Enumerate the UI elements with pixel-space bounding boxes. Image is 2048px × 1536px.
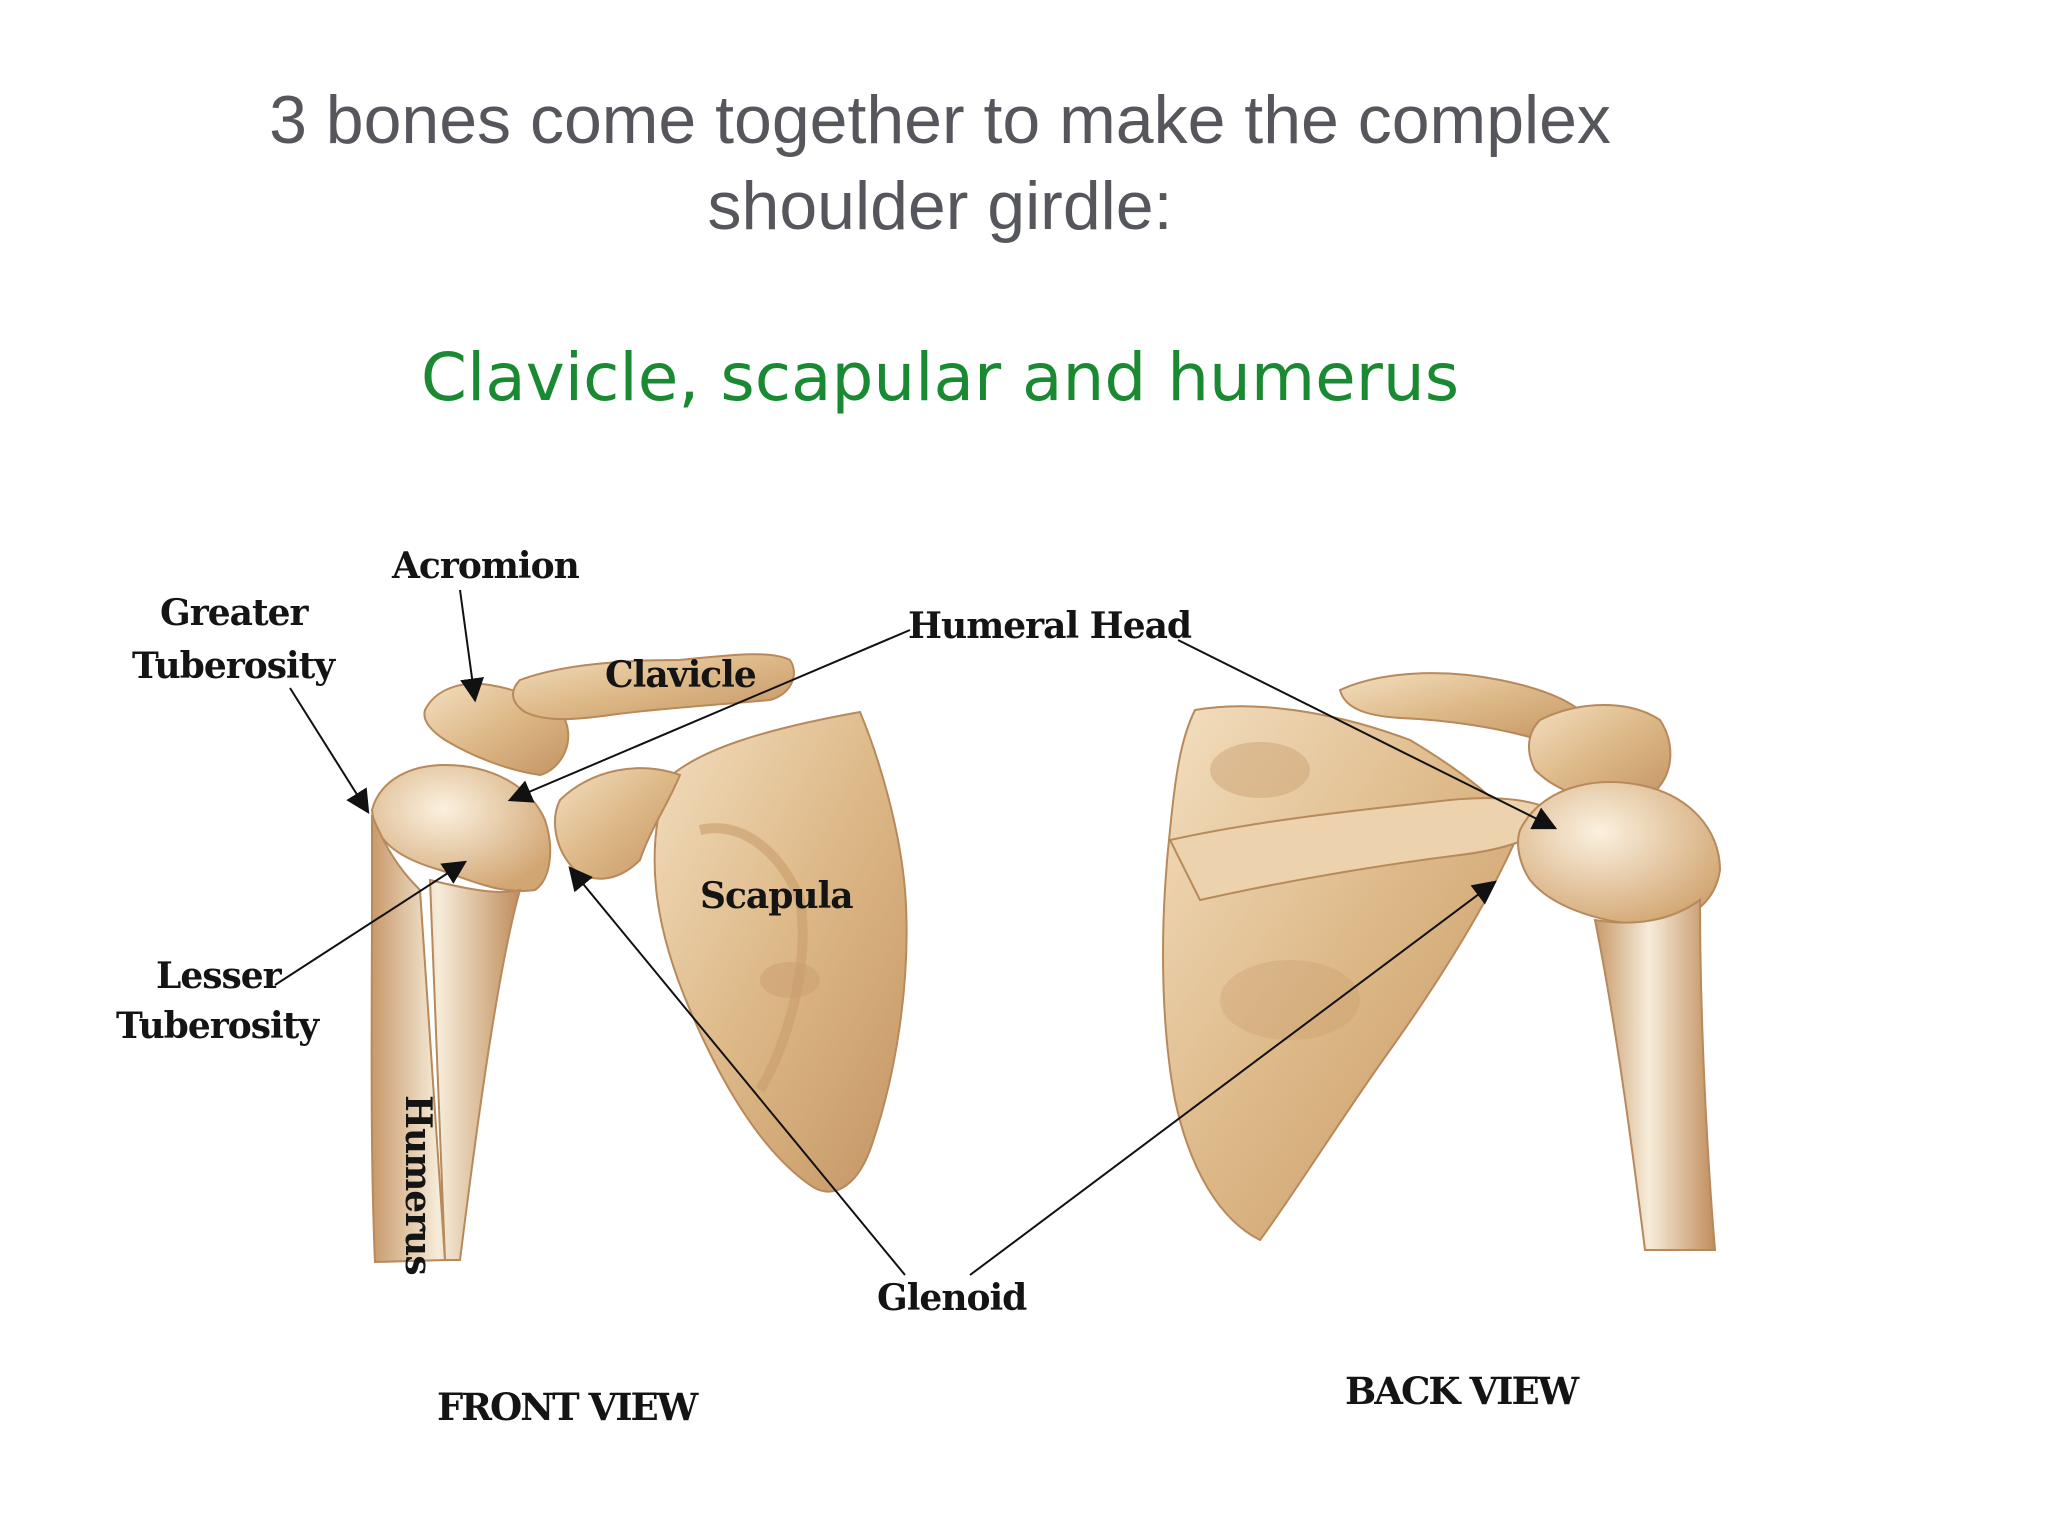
slide-subtitle: Clavicle, scapular and humerus [420,339,1460,416]
leader-greater-tuberosity [289,687,370,815]
back-scapula-shadow-2 [1220,960,1360,1040]
slide-title-line-2: shoulder girdle: [707,168,1173,244]
slide-title-line-1: 3 bones come together to make the comple… [269,82,1611,158]
leader-glenoid-front [568,866,906,1276]
front-clavicle-shape [512,653,795,721]
front-humeral-head [370,763,552,892]
label-front-view: FRONT VIEW [437,1385,699,1429]
front-scapula-shape [653,710,908,1193]
label-humeral-head: Humeral Head [908,605,1192,647]
leader-acromion [459,589,484,703]
label-lesser-tuberosity-line2: Tuberosity [116,1005,320,1047]
label-back-view: BACK VIEW [1345,1369,1580,1413]
leader-humeral-head-front [507,629,911,803]
back-view-illustration [1162,672,1722,1251]
back-humerus-shaft [1593,898,1717,1251]
label-glenoid: Glenoid [877,1277,1027,1319]
label-greater-tuberosity-line1: Greater [160,592,309,634]
label-acromion: Acromion [391,545,580,587]
front-humerus-shaft [370,814,522,1264]
label-humerus: Humerus [397,1095,439,1275]
back-scapula-shadow-1 [1210,742,1310,798]
leader-glenoid-back [969,880,1497,1276]
front-scapula-shadow [760,962,820,998]
label-lesser-tuberosity-line1: Lesser [156,955,283,997]
label-scapula: Scapula [700,875,853,917]
leader-lesser-tuberosity [274,860,468,986]
front-view-illustration [370,653,908,1264]
leader-humeral-head-back [1177,639,1558,830]
label-greater-tuberosity-line2: Tuberosity [132,645,336,687]
label-clavicle: Clavicle [605,654,756,696]
back-humeral-head [1517,781,1722,927]
front-scapula-ridge [698,823,808,1093]
front-glenoid-neck [554,767,682,880]
